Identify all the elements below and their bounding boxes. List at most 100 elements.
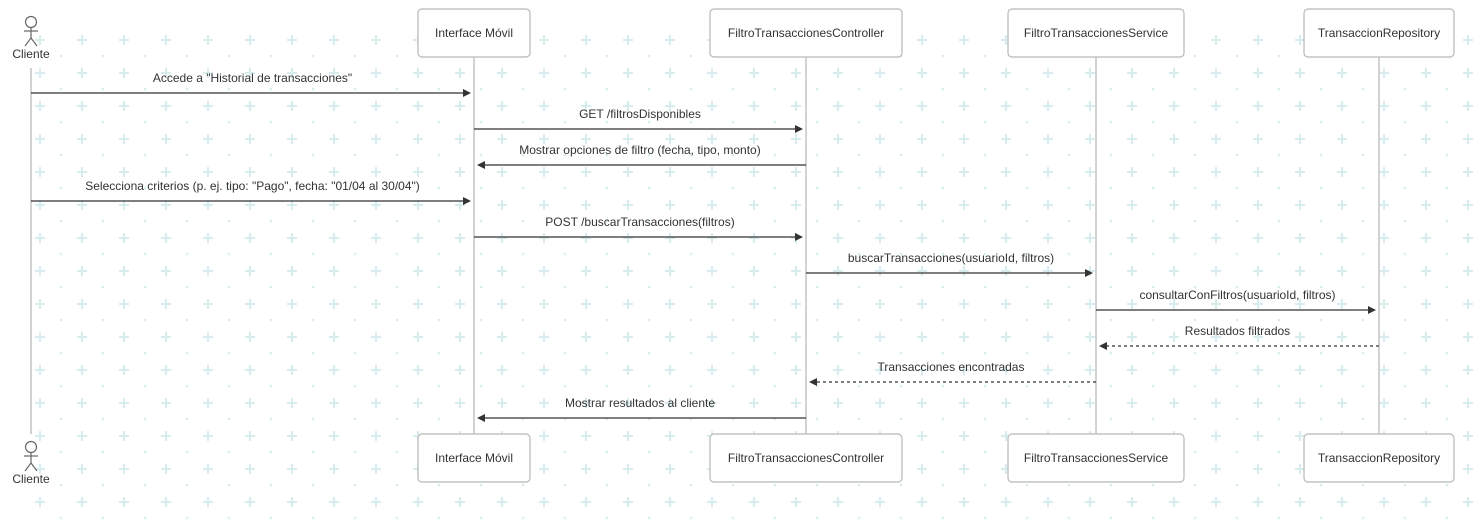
grid-plus-mark — [287, 497, 297, 507]
grid-plus-mark — [875, 101, 885, 111]
grid-plus-mark — [1169, 101, 1179, 111]
grid-plus-mark — [119, 200, 129, 210]
grid-dot — [983, 318, 987, 322]
grid-dot — [983, 384, 987, 388]
grid-plus-mark — [245, 497, 255, 507]
grid-dot — [1151, 120, 1155, 124]
grid-dot — [605, 516, 609, 520]
grid-plus-mark — [1001, 233, 1011, 243]
grid-plus-mark — [917, 365, 927, 375]
participant-label: FiltroTransaccionesController — [728, 451, 884, 465]
grid-plus-mark — [875, 299, 885, 309]
grid-dot — [101, 153, 105, 157]
grid-dot — [941, 219, 945, 223]
grid-dot — [857, 252, 861, 256]
grid-plus-mark — [287, 35, 297, 45]
grid-plus-mark — [665, 398, 675, 408]
grid-dot — [605, 285, 609, 289]
grid-dot — [521, 120, 525, 124]
grid-dot — [143, 219, 147, 223]
grid-plus-mark — [917, 464, 927, 474]
participant-ui-top[interactable]: Interface Móvil — [417, 8, 531, 58]
actor-cliente-top[interactable]: Cliente — [12, 15, 50, 62]
grid-dot — [1361, 483, 1365, 487]
grid-plus-mark — [917, 134, 927, 144]
grid-dot — [353, 483, 357, 487]
grid-dot — [269, 54, 273, 58]
grid-dot — [1067, 318, 1071, 322]
grid-plus-mark — [413, 68, 423, 78]
participant-label: Interface Móvil — [435, 26, 513, 40]
grid-plus-mark — [1043, 68, 1053, 78]
grid-dot — [101, 252, 105, 256]
grid-dot — [647, 351, 651, 355]
grid-plus-mark — [497, 233, 507, 243]
grid-dot — [1151, 186, 1155, 190]
grid-dot — [353, 153, 357, 157]
message-label: Selecciona criterios (p. ej. tipo: "Pago… — [85, 179, 420, 193]
grid-plus-mark — [245, 134, 255, 144]
grid-plus-mark — [287, 398, 297, 408]
participant-label: Interface Móvil — [435, 451, 513, 465]
participant-ctrl-bottom[interactable]: FiltroTransaccionesController — [709, 433, 903, 483]
grid-dot — [311, 120, 315, 124]
actor-cliente-bottom[interactable]: Cliente — [12, 440, 50, 487]
grid-dot — [353, 516, 357, 520]
grid-plus-mark — [203, 266, 213, 276]
grid-dot — [1277, 417, 1281, 421]
grid-dot — [563, 318, 567, 322]
grid-dot — [941, 351, 945, 355]
grid-dot — [689, 483, 693, 487]
grid-plus-mark — [1337, 398, 1347, 408]
grid-dot — [647, 318, 651, 322]
grid-plus-mark — [287, 134, 297, 144]
participant-svc-top[interactable]: FiltroTransaccionesService — [1007, 8, 1185, 58]
grid-dot — [1277, 450, 1281, 454]
grid-dot — [185, 384, 189, 388]
message-10: Mostrar resultados al cliente — [477, 396, 806, 422]
grid-plus-mark — [497, 299, 507, 309]
grid-plus-mark — [287, 266, 297, 276]
grid-dot — [101, 219, 105, 223]
grid-plus-mark — [833, 332, 843, 342]
grid-plus-mark — [581, 299, 591, 309]
grid-dot — [1445, 219, 1449, 223]
grid-plus-mark — [1253, 167, 1263, 177]
participant-ui-bottom[interactable]: Interface Móvil — [417, 433, 531, 483]
grid-dot — [1067, 483, 1071, 487]
grid-dot — [1445, 186, 1449, 190]
grid-plus-mark — [1211, 68, 1221, 78]
grid-dot — [899, 417, 903, 421]
grid-dot — [647, 186, 651, 190]
messages: Accede a "Historial de transacciones"GET… — [31, 71, 1379, 422]
grid-dot — [773, 318, 777, 322]
grid-plus-mark — [875, 266, 885, 276]
participant-ctrl-top[interactable]: FiltroTransaccionesController — [709, 8, 903, 58]
grid-plus-mark — [1001, 200, 1011, 210]
grid-dot — [1445, 483, 1449, 487]
grid-dot — [437, 87, 441, 91]
participant-box — [709, 8, 903, 58]
grid-dot — [1235, 219, 1239, 223]
participant-svc-bottom[interactable]: FiltroTransaccionesService — [1007, 433, 1185, 483]
grid-plus-mark — [413, 266, 423, 276]
grid-dot — [815, 219, 819, 223]
grid-dot — [773, 351, 777, 355]
participant-repo-top[interactable]: TransaccionRepository — [1303, 8, 1455, 58]
actor-figure-icon — [24, 15, 38, 47]
grid-dot — [1025, 186, 1029, 190]
grid-plus-mark — [287, 233, 297, 243]
participant-repo-bottom[interactable]: TransaccionRepository — [1303, 433, 1455, 483]
grid-dot — [269, 285, 273, 289]
grid-plus-mark — [203, 431, 213, 441]
grid-dot — [395, 285, 399, 289]
grid-dot — [101, 54, 105, 58]
grid-plus-mark — [623, 332, 633, 342]
grid-dot — [563, 483, 567, 487]
grid-dot — [479, 252, 483, 256]
grid-dot — [1277, 516, 1281, 520]
grid-dot — [689, 450, 693, 454]
grid-plus-mark — [497, 332, 507, 342]
grid-plus-mark — [623, 68, 633, 78]
grid-plus-mark — [371, 200, 381, 210]
